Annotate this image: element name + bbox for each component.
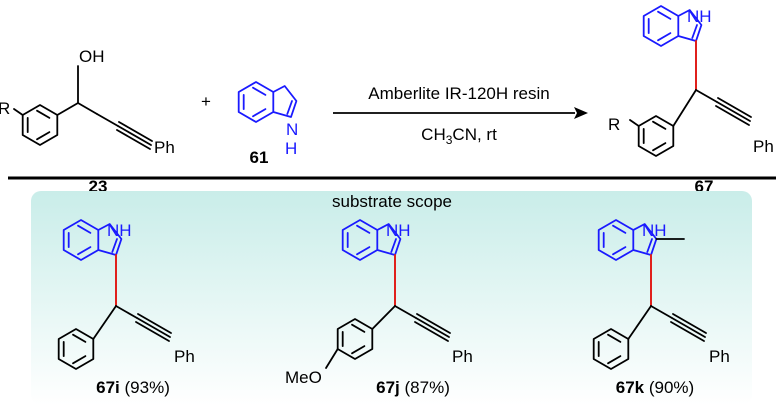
scope-item-67i: NH Ph 67i (93%) (57, 219, 195, 397)
yield-label-67i: 67i (93%) (96, 378, 170, 397)
indole-h-label: H (285, 139, 297, 158)
yield-label-67k: 67k (90%) (616, 378, 694, 397)
plus-sign: + (201, 92, 211, 111)
phenyl-label-67i: Ph (174, 347, 195, 366)
nh-label-67k: NH (642, 221, 667, 240)
nh-label-67j: NH (386, 221, 411, 240)
reagent-text: Amberlite IR-120H resin (368, 84, 549, 103)
scope-title: substrate scope (332, 192, 452, 211)
indole-n-label: N (286, 120, 298, 139)
phenyl-label-67j: Ph (452, 347, 473, 366)
nh-label-67i: NH (107, 221, 132, 240)
substrate-scope-panel (31, 191, 752, 405)
compound-61-label: 61 (250, 148, 269, 167)
product-67: NH R Ph 67 (608, 5, 774, 196)
hydroxyl-label: OH (79, 47, 105, 66)
product-phenyl-label: Ph (753, 137, 774, 156)
scope-item-67j: NH MeO Ph 67j (87%) (285, 219, 473, 397)
product-nh-label: NH (687, 7, 712, 26)
reactant-23: R OH Ph 23 (0, 47, 175, 196)
substituent-label: R (0, 99, 10, 118)
reactant-61-indole: N H 61 (237, 81, 298, 167)
yield-label-67j: 67j (87%) (376, 378, 450, 397)
scope-item-67k: NH Ph 67k (90%) (592, 219, 730, 397)
reaction-arrow: Amberlite IR-120H resin CH3CN, rt (333, 84, 588, 147)
phenyl-label-67k: Ph (709, 347, 730, 366)
methoxy-label: MeO (285, 368, 322, 387)
conditions-text: CH3CN, rt (421, 125, 497, 147)
product-substituent-label: R (608, 115, 620, 134)
phenyl-label: Ph (154, 138, 175, 157)
